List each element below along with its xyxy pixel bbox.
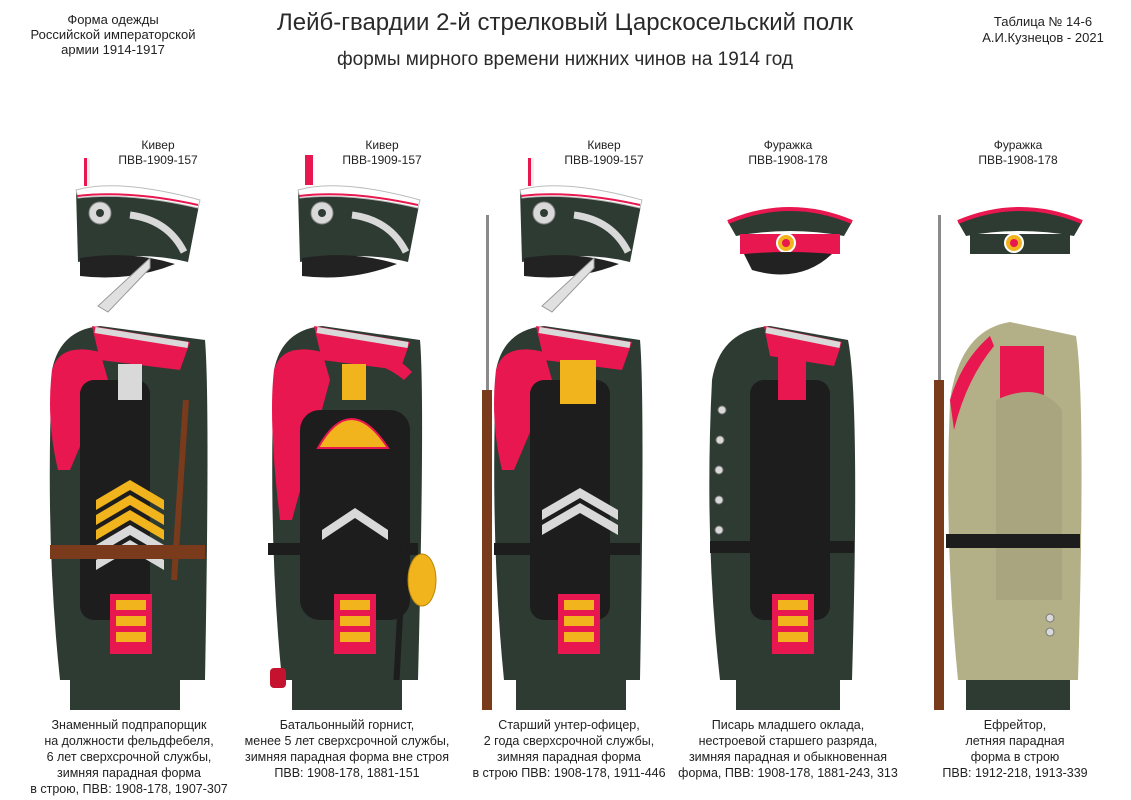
rifle-5 <box>934 380 944 710</box>
figure-5 <box>934 207 1083 710</box>
caption-line: в строю ПВВ: 1908-178, 1911-446 <box>472 766 666 780</box>
caption-line: Старший унтер-офицер, <box>498 718 640 732</box>
header-left: Форма одежды Российской императорской ар… <box>18 12 208 57</box>
headgear-code: ПВВ-1908-178 <box>748 153 828 167</box>
wing-epaulette-2 <box>316 418 390 449</box>
caption-line: 6 лет сверхсрочной службы, <box>46 750 212 764</box>
shoulder-strap-1 <box>118 364 142 400</box>
header-left-line: армии 1914-1917 <box>61 42 165 57</box>
peaked-cap-4 <box>727 207 853 275</box>
headgear-label-1: Кивер ПВВ-1909-157 <box>88 138 228 168</box>
shoulder-strap-3 <box>560 360 596 404</box>
belt-5 <box>946 534 1080 548</box>
trousers-1 <box>70 680 180 710</box>
shako-3 <box>519 158 643 313</box>
trousers-3 <box>516 680 626 710</box>
headgear-name: Кивер <box>141 138 175 152</box>
page-subtitle: формы мирного времени нижних чинов на 19… <box>337 49 793 70</box>
collar-3 <box>536 326 632 370</box>
caption-line: на должности фельдфебеля, <box>44 734 214 748</box>
shoulder-strap-2 <box>342 364 366 400</box>
caption-line: ПВВ: 1908-178, 1881-151 <box>274 766 420 780</box>
headgear-name: Кивер <box>365 138 399 152</box>
trousers-2 <box>292 680 402 710</box>
headgear-name: Фуражка <box>763 138 813 152</box>
belt-2 <box>268 543 418 555</box>
belt-3 <box>494 543 640 555</box>
collar-1 <box>92 326 190 370</box>
figure-1 <box>49 158 208 710</box>
caption-line: 2 года сверхсрочной службы, <box>483 734 655 748</box>
headgear-label-2: Кивер ПВВ-1909-157 <box>312 138 452 168</box>
trousers-5 <box>966 680 1070 710</box>
headgear-code: ПВВ-1909-157 <box>564 153 644 167</box>
caption-line: зимняя парадная и обыкновенная <box>688 750 888 764</box>
lapel-1 <box>50 349 108 470</box>
caption-line: ПВВ: 1912-218, 1913-339 <box>942 766 1088 780</box>
caption-1: Знаменный подпрапорщик на должности фель… <box>14 717 244 797</box>
caption-2: Батальонныйй горнист, менее 5 лет сверхс… <box>232 717 462 781</box>
sleeve-5 <box>996 392 1062 600</box>
caption-line: форма в строю <box>970 750 1060 764</box>
headgear-label-5: Фуражка ПВВ-1908-178 <box>948 138 1088 168</box>
headgear-code: ПВВ-1908-178 <box>978 153 1058 167</box>
headgear-label-3: Кивер ПВВ-1909-157 <box>534 138 674 168</box>
headgear-name: Фуражка <box>993 138 1043 152</box>
table-number: Таблица № 14-6 <box>993 14 1093 29</box>
headgear-label-4: Фуражка ПВВ-1908-178 <box>718 138 858 168</box>
caption-line: нестроевой старшего разряда, <box>698 734 878 748</box>
caption-4: Писарь младшего оклада, нестроевой старш… <box>673 717 903 781</box>
figure-4 <box>709 207 856 710</box>
header-left-line: Российской императорской <box>30 27 196 42</box>
caption-line: летняя парадная <box>965 734 1065 748</box>
caption-line: Ефрейтор, <box>983 718 1047 732</box>
caption-line: в строю, ПВВ: 1908-178, 1907-307 <box>30 782 228 796</box>
caption-3: Старший унтер-офицер, 2 года сверхсрочно… <box>454 717 684 781</box>
peaked-cap-5 <box>957 207 1083 254</box>
rear-panel-1 <box>80 380 150 620</box>
bayonet-5 <box>938 215 941 385</box>
header-left-line: Форма одежды <box>67 12 159 27</box>
belt-1 <box>50 545 205 559</box>
page-title: Лейб-гвардии 2-й стрелковый Царскосельск… <box>276 9 854 36</box>
bugle-2 <box>407 553 437 607</box>
rear-panel-4 <box>750 380 830 620</box>
caption-line: форма, ПВВ: 1908-178, 1881-243, 313 <box>678 766 898 780</box>
caption-line: менее 5 лет сверхсрочной службы, <box>244 734 450 748</box>
bayonet-3 <box>486 215 489 395</box>
caption-line: зимняя парадная форма <box>497 750 641 764</box>
figure-3 <box>482 158 643 710</box>
rifle-3 <box>482 390 492 710</box>
figure-2 <box>268 155 437 710</box>
header-right: Таблица № 14-6 А.И.Кузнецов - 2021 <box>968 14 1118 46</box>
shoulder-strap-4 <box>778 356 806 400</box>
headgear-code: ПВВ-1909-157 <box>342 153 422 167</box>
caption-5: Ефрейтор, летняя парадная форма в строю … <box>900 717 1130 781</box>
headgear-code: ПВВ-1909-157 <box>118 153 198 167</box>
trousers-4 <box>736 680 840 710</box>
caption-line: Батальонныйй горнист, <box>279 718 415 732</box>
shako-2 <box>297 155 421 278</box>
belt-4 <box>710 541 854 553</box>
caption-line: Писарь младшего оклада, <box>711 718 865 732</box>
shako-1 <box>75 158 201 313</box>
lapel-3 <box>494 349 552 470</box>
caption-line: Знаменный подпрапорщик <box>51 718 207 732</box>
caption-line: зимняя парадная форма <box>57 766 201 780</box>
headgear-name: Кивер <box>587 138 621 152</box>
author-year: А.И.Кузнецов - 2021 <box>982 30 1104 45</box>
caption-line: зимняя парадная форма вне строя <box>244 750 450 764</box>
